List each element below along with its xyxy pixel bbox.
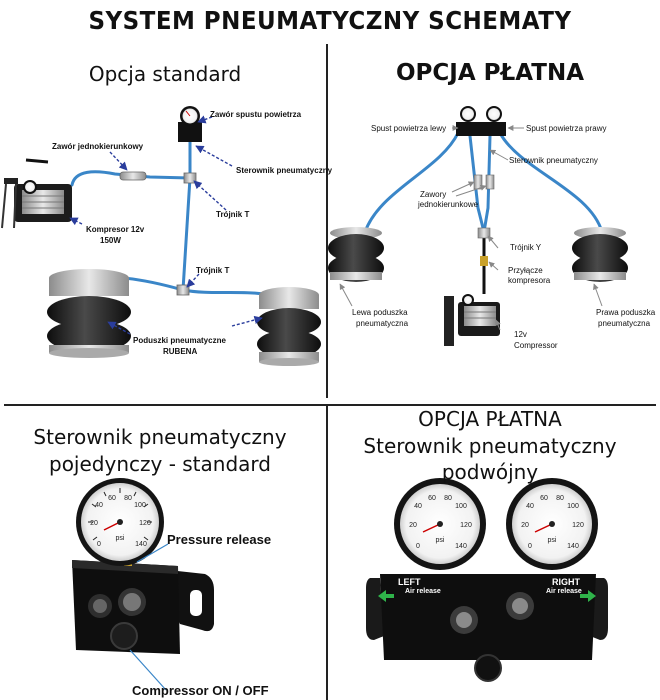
check-valve-label: Zawór jednokierunkowy	[52, 142, 144, 151]
standard-heading: Opcja standard	[88, 62, 242, 86]
right-bag-label-2: pneumatyczna	[598, 319, 651, 328]
dual-controller-icon	[456, 106, 506, 136]
single-controller-photo: 0 20 40 60 80 100 120 140 psi	[72, 478, 214, 691]
svg-text:20: 20	[521, 522, 529, 529]
svg-text:80: 80	[124, 495, 132, 502]
svg-text:20: 20	[90, 520, 98, 527]
svg-text:0: 0	[97, 541, 101, 548]
svg-text:60: 60	[428, 495, 436, 502]
svg-text:psi: psi	[436, 537, 445, 544]
page-title: SYSTEM PNEUMATYCZNY SCHEMATY	[88, 6, 572, 35]
callout-line	[136, 543, 169, 563]
air-bag-icon	[572, 227, 628, 282]
callout-arrows	[69, 115, 263, 335]
exhaust-valve-label: Zawór spustu powietrza	[210, 110, 302, 119]
hose-lines	[363, 131, 604, 234]
right-release-label: RIGHT	[552, 577, 580, 587]
paid-option-heading: OPCJA PŁATNA	[418, 407, 562, 431]
compressor-12v-label-1: 12v	[514, 330, 527, 339]
compressor-icon	[1, 158, 72, 229]
svg-text:40: 40	[95, 502, 103, 509]
dual-controller-heading-2: podwójny	[441, 460, 539, 484]
single-controller-heading-1: Sterownik pneumatyczny	[33, 425, 287, 449]
svg-text:80: 80	[444, 495, 452, 502]
svg-text:100: 100	[567, 503, 579, 510]
tee-y-label: Trójnik Y	[510, 243, 542, 252]
svg-text:psi: psi	[116, 535, 125, 542]
air-bag-icon	[328, 227, 384, 282]
callout-line	[129, 649, 167, 691]
compressor-switch-label: Compressor ON / OFF	[132, 683, 269, 698]
air-bag-icon	[257, 287, 321, 366]
svg-text:80: 80	[556, 495, 564, 502]
air-bag-icon	[47, 269, 131, 358]
svg-text:60: 60	[540, 495, 548, 502]
arrow-right-icon	[580, 590, 596, 602]
svg-text:40: 40	[526, 503, 534, 510]
compressor-12v-label-2: Compressor	[514, 341, 558, 350]
right-release-sub-label: Air release	[546, 588, 582, 595]
tee-upper-label: Trójnik T	[216, 210, 250, 219]
svg-text:60: 60	[108, 495, 116, 502]
bags-brand-label: RUBENA	[163, 347, 198, 356]
svg-text:100: 100	[455, 503, 467, 510]
svg-text:140: 140	[135, 541, 147, 548]
tee-lower-label: Trójnik T	[196, 266, 230, 275]
left-bag-label-1: Lewa poduszka	[352, 308, 408, 317]
compressor-connector-icon	[480, 256, 488, 266]
check-valve-icon	[119, 171, 147, 181]
paid-schematic	[328, 106, 628, 346]
release-left-label: Spust powietrza lewy	[371, 124, 447, 133]
single-controller-heading-2: pojedynczy - standard	[49, 452, 271, 476]
dual-controller-heading-1: Sterownik pneumatyczny	[363, 434, 617, 458]
left-release-label: LEFT	[398, 577, 421, 587]
release-right-label: Spust powietrza prawy	[526, 124, 607, 133]
tee-y-icon	[477, 227, 491, 239]
check-valves-label-1: Zawory	[420, 190, 447, 199]
tee-fitting-icon	[176, 172, 197, 296]
single-controller-icon	[178, 106, 202, 142]
compressor-icon	[444, 294, 500, 346]
arrow-left-icon	[378, 590, 394, 602]
paid-controller-label: Sterownik pneumatyczny	[509, 156, 598, 165]
bags-label: Poduszki pneumatyczne	[133, 336, 226, 345]
right-bag-label-1: Prawa poduszka	[596, 308, 656, 317]
check-valves-label-2: jednokierunkowe	[418, 200, 479, 209]
quadrant-dividers	[4, 44, 656, 700]
svg-text:120: 120	[460, 522, 472, 529]
svg-text:140: 140	[455, 543, 467, 550]
svg-text:100: 100	[134, 502, 146, 509]
compressor-power-label: 150W	[100, 236, 121, 245]
svg-text:140: 140	[567, 543, 579, 550]
left-bag-label-2: pneumatyczna	[356, 319, 409, 328]
standard-schematic	[1, 106, 321, 366]
paid-heading: OPCJA PŁATNA	[395, 60, 585, 86]
svg-text:0: 0	[528, 543, 532, 550]
connector-label-1: Przyłącze	[508, 266, 543, 275]
connector-label-2: kompresora	[508, 276, 551, 285]
svg-text:120: 120	[139, 520, 151, 527]
svg-text:20: 20	[409, 522, 417, 529]
controller-label: Sterownik pneumatyczny	[236, 166, 333, 175]
pressure-release-label: Pressure release	[167, 532, 272, 547]
svg-text:psi: psi	[548, 537, 557, 544]
svg-text:0: 0	[416, 543, 420, 550]
svg-text:40: 40	[414, 503, 422, 510]
svg-text:120: 120	[572, 522, 584, 529]
compressor-label: Kompresor 12v	[86, 225, 145, 234]
callout-arrows	[339, 125, 603, 331]
left-release-sub-label: Air release	[405, 588, 441, 595]
